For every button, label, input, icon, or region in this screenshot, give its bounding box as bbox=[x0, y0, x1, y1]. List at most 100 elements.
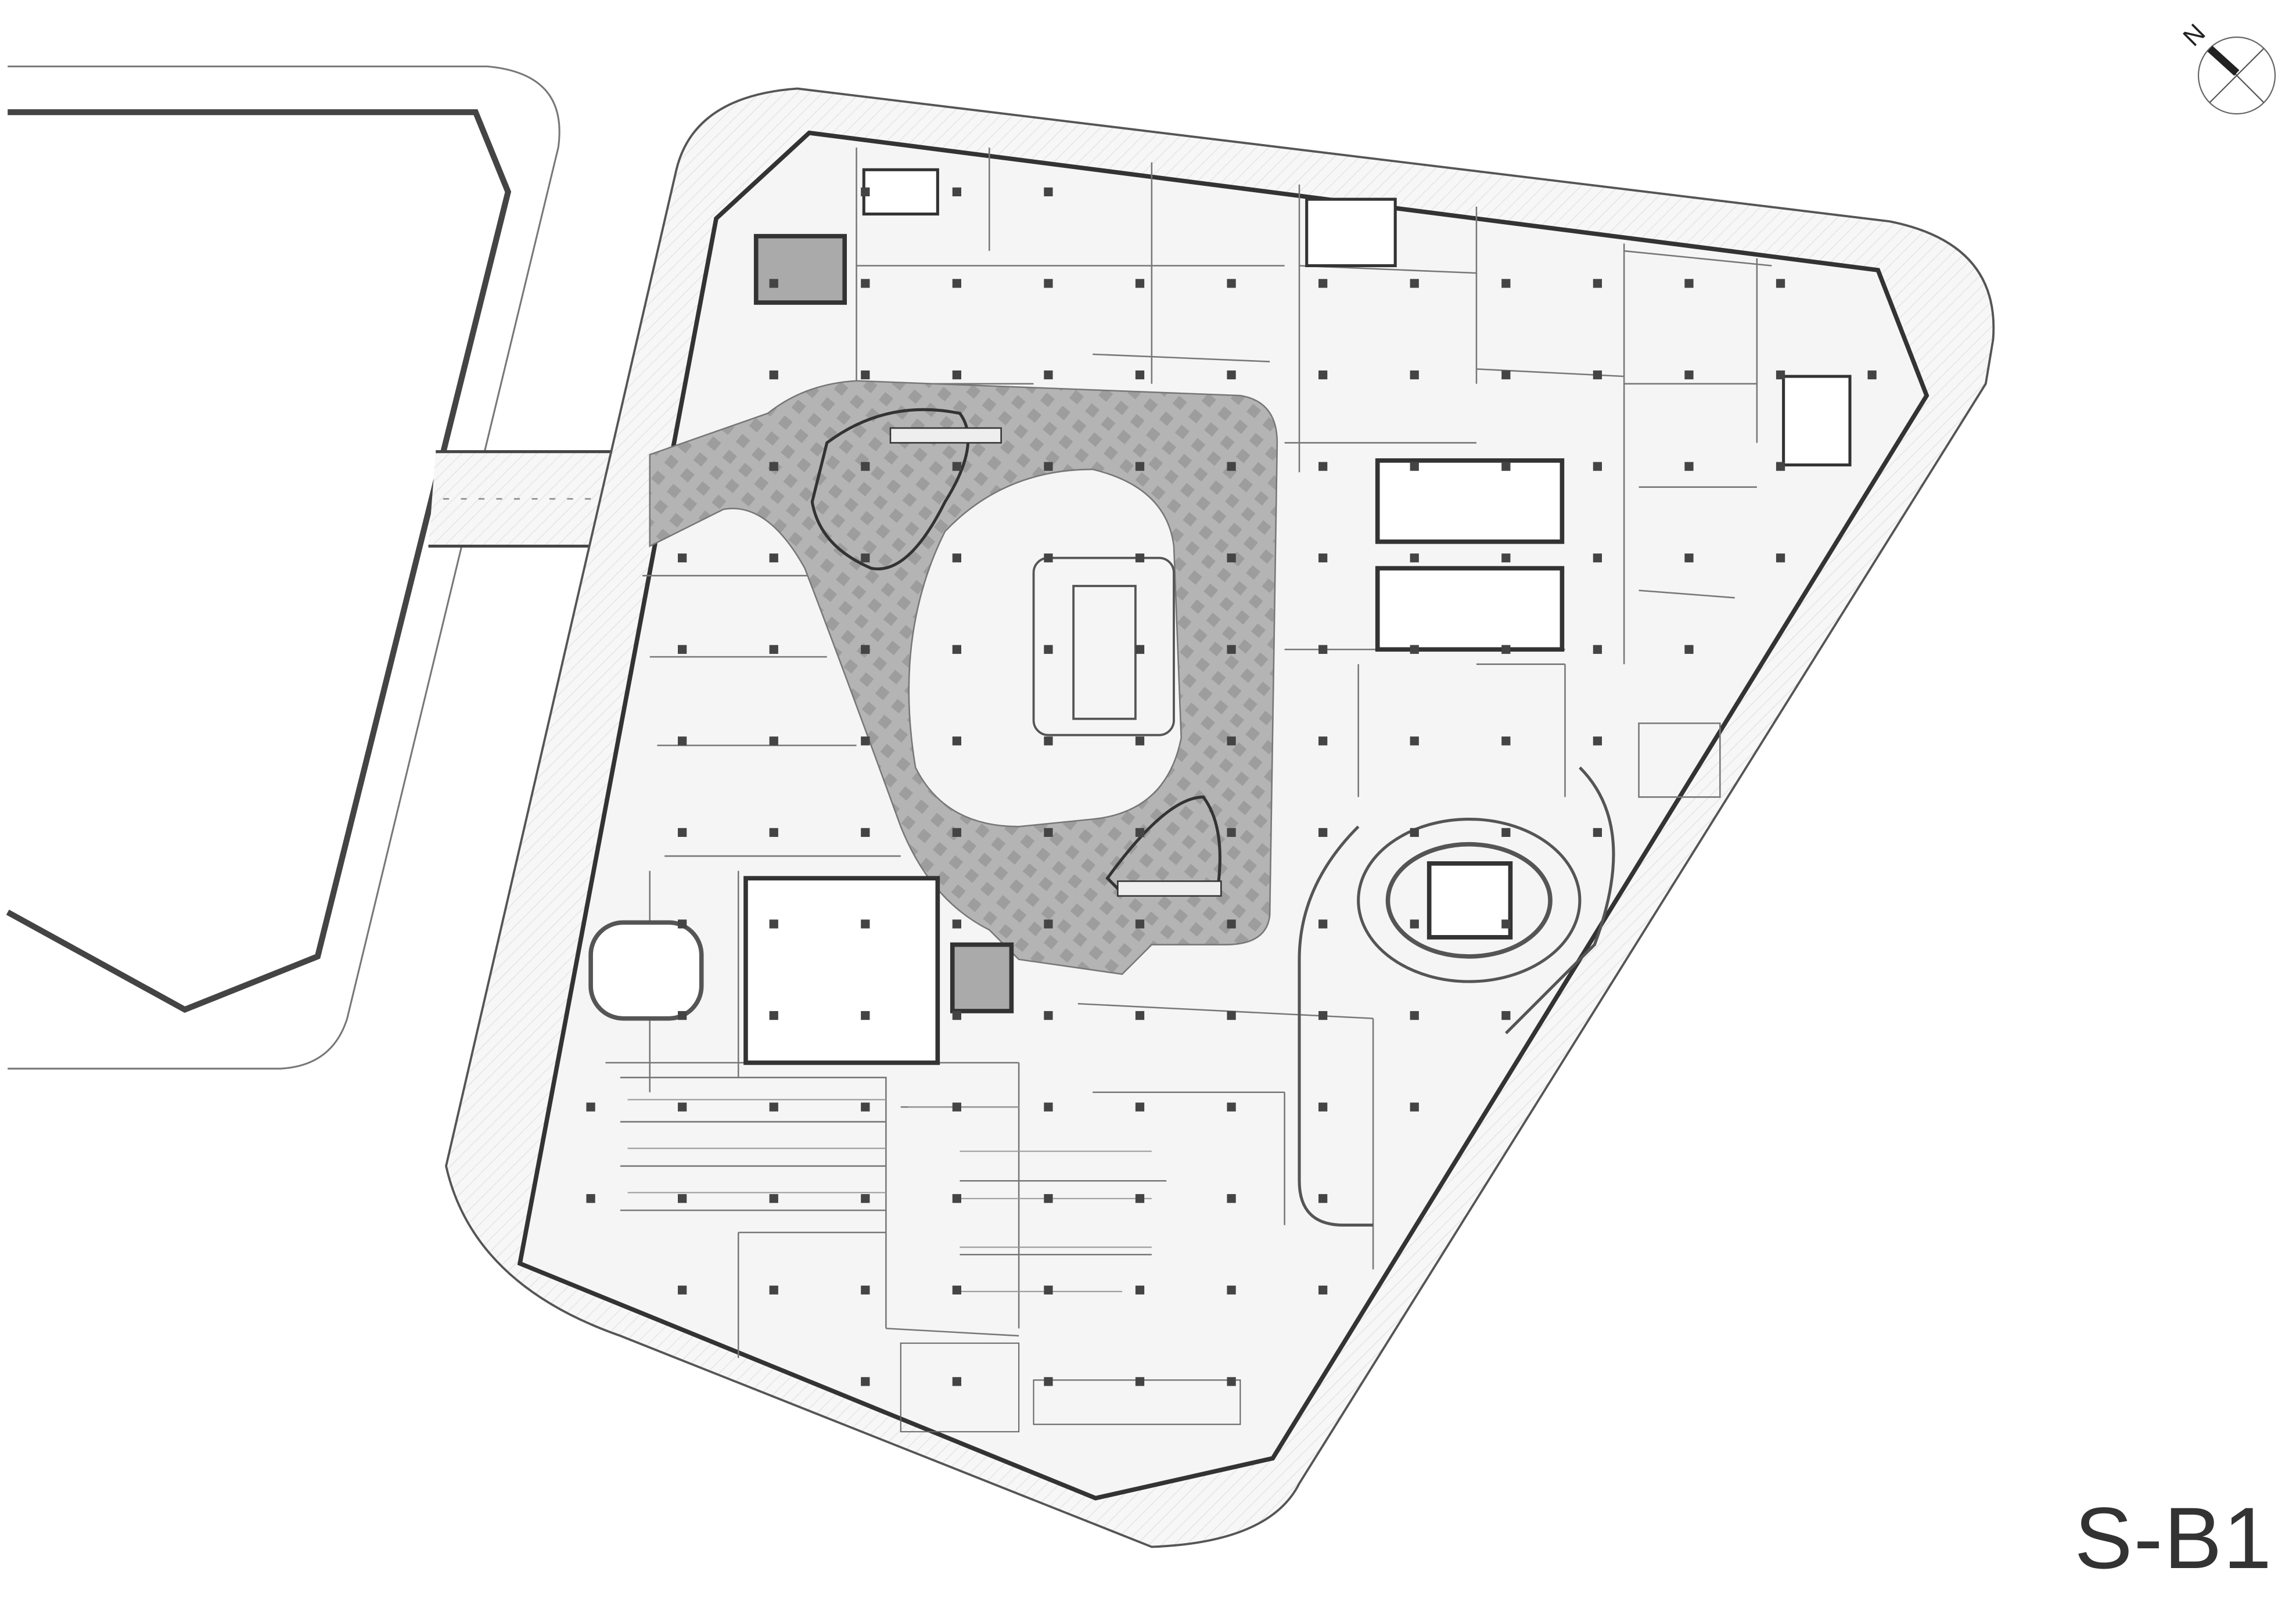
column bbox=[1318, 919, 1328, 929]
column bbox=[1410, 1102, 1419, 1112]
column bbox=[1044, 736, 1053, 746]
column bbox=[769, 828, 778, 837]
column bbox=[1135, 828, 1145, 837]
column bbox=[1501, 828, 1511, 837]
column bbox=[861, 1194, 870, 1203]
column bbox=[952, 1377, 961, 1386]
column bbox=[1593, 462, 1602, 471]
column bbox=[1227, 1011, 1236, 1020]
column bbox=[1684, 553, 1694, 563]
column bbox=[952, 919, 961, 929]
column bbox=[678, 828, 687, 837]
column bbox=[586, 1194, 595, 1203]
column bbox=[1044, 919, 1053, 929]
column bbox=[1135, 1102, 1145, 1112]
column bbox=[1135, 279, 1145, 288]
column bbox=[1684, 370, 1694, 380]
column bbox=[1135, 1285, 1145, 1295]
column bbox=[1410, 279, 1419, 288]
column bbox=[1227, 645, 1236, 654]
column bbox=[1044, 553, 1053, 563]
column bbox=[861, 370, 870, 380]
column bbox=[861, 462, 870, 471]
column bbox=[952, 553, 961, 563]
column bbox=[1593, 645, 1602, 654]
service-cores bbox=[743, 168, 1852, 1065]
column bbox=[1044, 645, 1053, 654]
column bbox=[769, 1011, 778, 1020]
column bbox=[1135, 919, 1145, 929]
atrium-concourse bbox=[649, 380, 1278, 975]
column bbox=[1410, 462, 1419, 471]
column bbox=[861, 1011, 870, 1020]
column bbox=[1867, 370, 1877, 380]
column bbox=[1135, 1011, 1145, 1020]
column bbox=[1776, 370, 1785, 380]
column bbox=[1318, 645, 1328, 654]
column bbox=[1227, 1102, 1236, 1112]
column bbox=[1410, 553, 1419, 563]
column bbox=[1044, 1377, 1053, 1386]
column bbox=[952, 1011, 961, 1020]
column bbox=[952, 828, 961, 837]
column bbox=[861, 828, 870, 837]
column bbox=[1501, 462, 1511, 471]
column bbox=[1227, 1377, 1236, 1386]
column bbox=[1044, 187, 1053, 197]
column bbox=[1318, 1285, 1328, 1295]
column bbox=[861, 1377, 870, 1386]
column bbox=[1318, 279, 1328, 288]
column bbox=[1684, 645, 1694, 654]
column bbox=[952, 645, 961, 654]
column bbox=[678, 919, 687, 929]
column bbox=[1410, 736, 1419, 746]
column bbox=[1776, 462, 1785, 471]
column bbox=[1227, 462, 1236, 471]
column bbox=[769, 1102, 778, 1112]
column bbox=[1044, 370, 1053, 380]
column bbox=[952, 370, 961, 380]
column bbox=[769, 736, 778, 746]
column bbox=[1227, 736, 1236, 746]
column bbox=[1227, 1285, 1236, 1295]
column bbox=[952, 1102, 961, 1112]
column bbox=[1135, 1194, 1145, 1203]
column bbox=[769, 462, 778, 471]
column bbox=[769, 645, 778, 654]
column bbox=[586, 1102, 595, 1112]
column bbox=[1501, 919, 1511, 929]
north-label: N bbox=[2178, 19, 2211, 52]
column bbox=[861, 1102, 870, 1112]
column bbox=[678, 736, 687, 746]
column bbox=[769, 553, 778, 563]
column bbox=[1593, 736, 1602, 746]
column bbox=[1410, 828, 1419, 837]
column bbox=[1410, 370, 1419, 380]
column bbox=[952, 736, 961, 746]
column bbox=[1593, 279, 1602, 288]
column bbox=[1318, 828, 1328, 837]
column bbox=[1044, 828, 1053, 837]
column bbox=[1684, 279, 1694, 288]
vehicle-ramp bbox=[588, 766, 1615, 1227]
column bbox=[769, 919, 778, 929]
drawing-title: S-B1 bbox=[2074, 1489, 2273, 1587]
column bbox=[1776, 553, 1785, 563]
column bbox=[1318, 462, 1328, 471]
column bbox=[1501, 645, 1511, 654]
column bbox=[1135, 645, 1145, 654]
column bbox=[861, 187, 870, 197]
column bbox=[1227, 553, 1236, 563]
column bbox=[769, 370, 778, 380]
column bbox=[678, 553, 687, 563]
column bbox=[1135, 370, 1145, 380]
column bbox=[1593, 553, 1602, 563]
column bbox=[1318, 370, 1328, 380]
column bbox=[1227, 1194, 1236, 1203]
column bbox=[952, 1194, 961, 1203]
column bbox=[769, 1285, 778, 1295]
column bbox=[1410, 1011, 1419, 1020]
column bbox=[1227, 370, 1236, 380]
